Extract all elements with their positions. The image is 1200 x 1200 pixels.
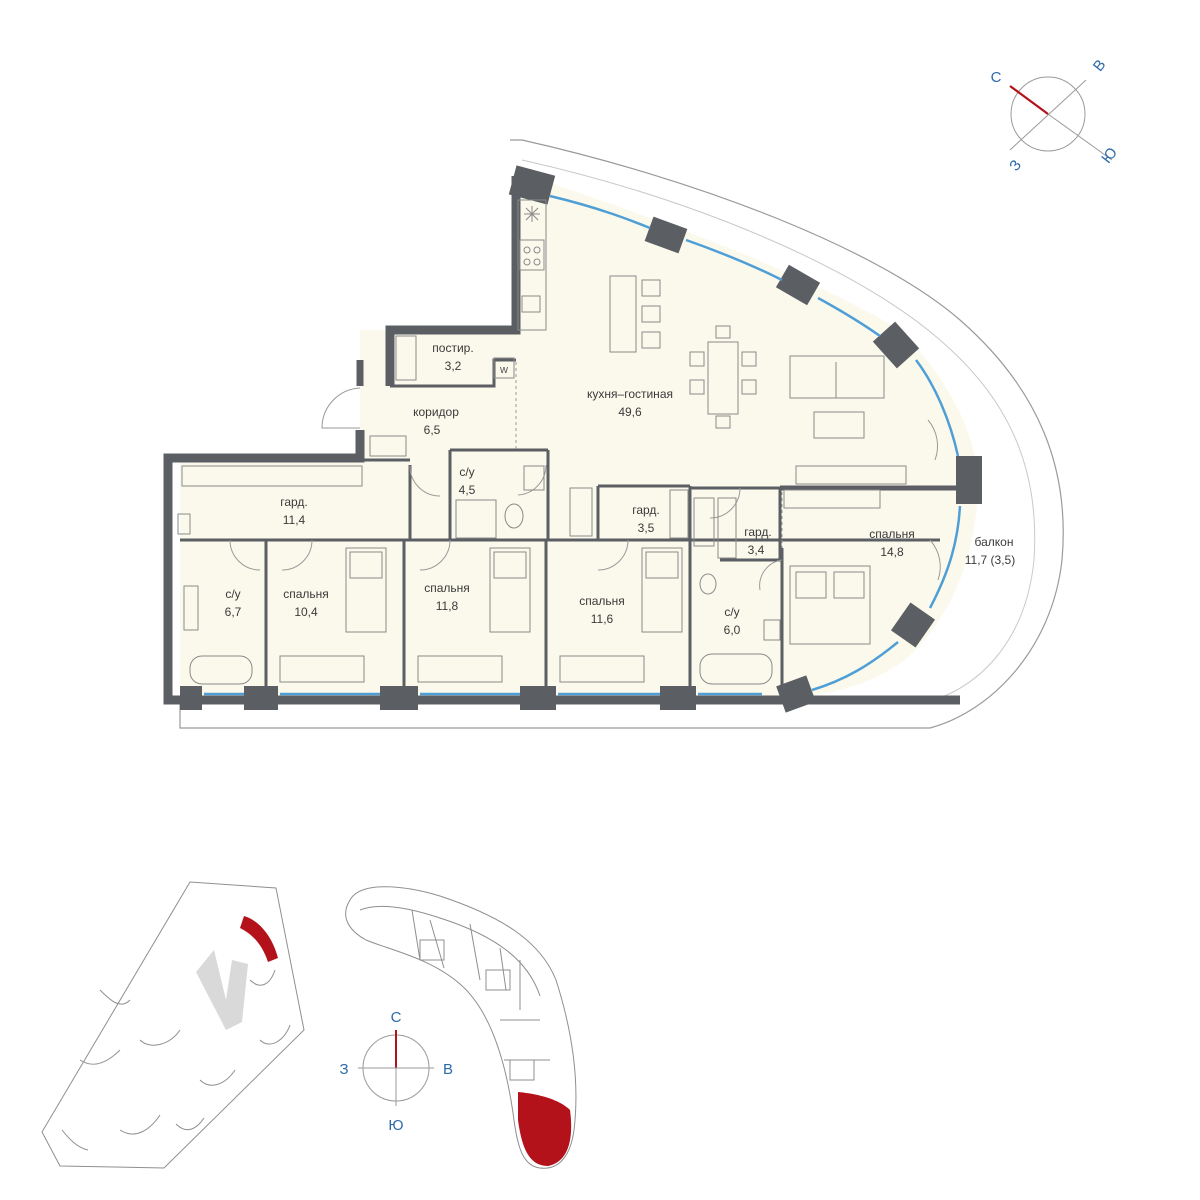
room-area-wardrobe-a: 3,5: [638, 521, 655, 535]
doors: [229, 387, 941, 591]
compass-top-north: С: [991, 69, 1002, 86]
room-name-bath-center: с/у: [459, 465, 474, 479]
room-area-pantry: 3,2: [445, 359, 462, 373]
windows: [204, 194, 962, 696]
room-area-bedroom-3: 11,6: [591, 612, 614, 626]
compass-top-west: З: [1006, 157, 1025, 175]
room-name-bath-left: с/у: [225, 587, 240, 601]
room-name-bath-right: с/у: [724, 605, 739, 619]
building-key-plan: [345, 886, 577, 1169]
room-name-corridor: коридор: [413, 405, 459, 419]
washer-icon: w: [493, 357, 515, 379]
balcony-outline: [179, 139, 1064, 729]
room-name-balcony: балкон: [975, 535, 1014, 549]
room-area-bedroom-2: 11,8: [436, 599, 459, 613]
compass-bottom-east: В: [443, 1061, 453, 1078]
room-area-wardrobe-main: 11,4: [283, 513, 306, 527]
svg-text:w: w: [499, 364, 508, 376]
compass-bottom-west: З: [339, 1061, 348, 1078]
compass-bottom-south: Ю: [388, 1117, 403, 1134]
room-name-bedroom-3: спальня: [579, 594, 625, 608]
room-area-bath-center: 4,5: [459, 483, 476, 497]
snowflake-icon: [524, 206, 540, 222]
compass-top-south: Ю: [1098, 144, 1121, 166]
room-name-bedroom-1: спальня: [283, 587, 329, 601]
room-area-wardrobe-b: 3,4: [748, 543, 765, 557]
room-name-kitchen: кухня–гостиная: [587, 387, 673, 401]
room-area-corridor: 6,5: [424, 423, 441, 437]
zone-dividers: [515, 362, 783, 548]
room-area-kitchen: 49,6: [618, 405, 642, 419]
room-name-master: спальня: [869, 527, 915, 541]
room-name-wardrobe-a: гард.: [632, 503, 660, 517]
room-labels: кухня–гостиная 49,6 постир. 3,2 коридор …: [225, 341, 1016, 637]
room-name-wardrobe-b: гард.: [744, 525, 772, 539]
walls: [163, 165, 982, 713]
room-area-bedroom-1: 10,4: [294, 605, 318, 619]
room-area-master: 14,8: [880, 545, 904, 559]
room-name-pantry: постир.: [432, 341, 473, 355]
compass-top-east: В: [1090, 57, 1110, 75]
apartment-floor: [180, 176, 979, 696]
room-name-bedroom-2: спальня: [424, 581, 470, 595]
room-name-wardrobe-main: гард.: [280, 495, 308, 509]
site-plan: [41, 881, 305, 1169]
room-area-balcony: 11,7 (3,5): [965, 553, 1015, 567]
room-area-bath-left: 6,7: [225, 605, 242, 619]
furniture: [177, 199, 907, 685]
compass-bottom: С В Ю З: [339, 1009, 453, 1134]
compass-bottom-north: С: [391, 1009, 402, 1026]
room-area-bath-right: 6,0: [724, 623, 741, 637]
compass-top: С В Ю З: [991, 57, 1121, 175]
